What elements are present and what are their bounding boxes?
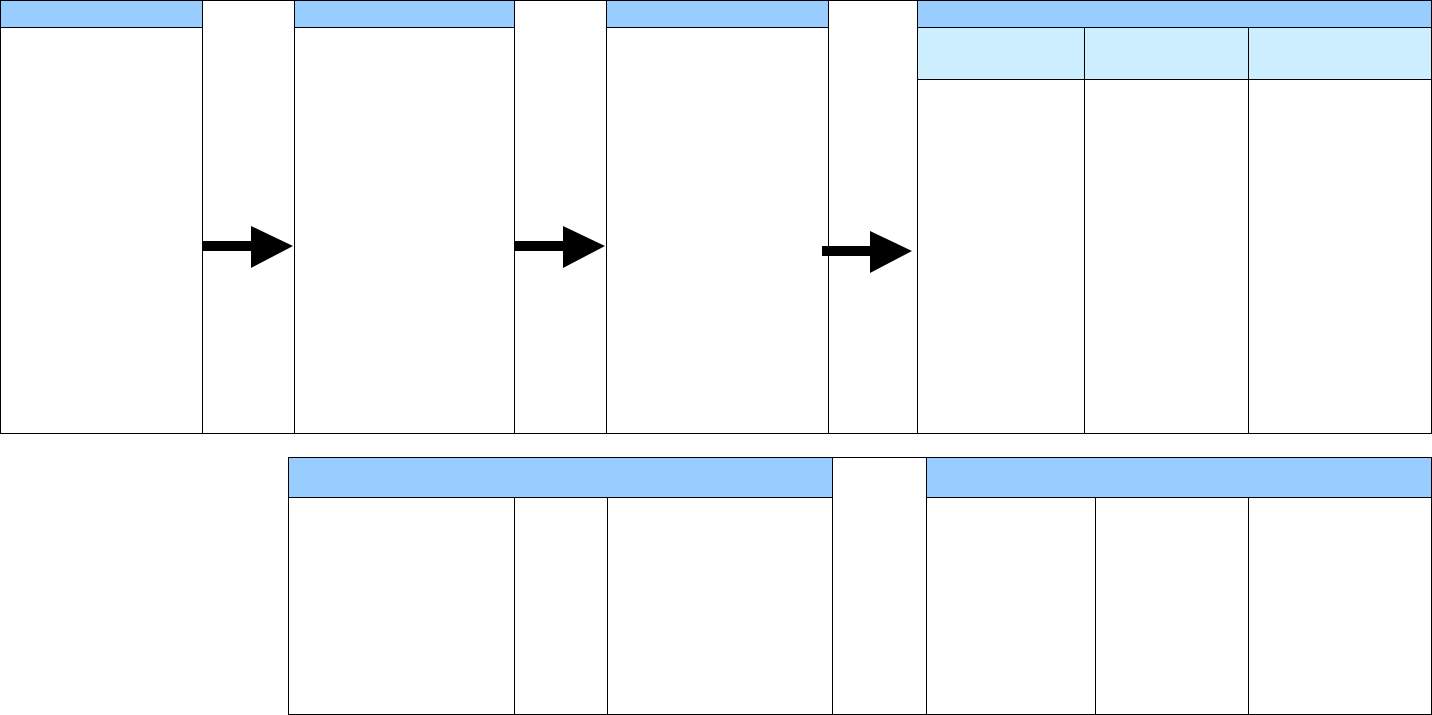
bottom-group-2-column-2-text [1096, 498, 1248, 714]
bottom-group-1-column-2 [514, 497, 608, 715]
stage-4-subheader-2 [1084, 27, 1249, 80]
stage-4-header [917, 0, 1432, 28]
connector-2 [514, 0, 607, 434]
stage-3-body-text [607, 28, 828, 433]
stage-4-subheader-3-text [1249, 28, 1431, 79]
stage-3-header [606, 0, 829, 28]
stage-2-body-text [295, 28, 514, 433]
stage-4-column-3-text [1249, 80, 1431, 433]
stage-2-body [294, 27, 515, 434]
bottom-group-1-column-3-text [608, 498, 832, 714]
stage-4-column-2 [1084, 79, 1249, 434]
stage-4-column-3 [1248, 79, 1432, 434]
bottom-group-2-header [926, 457, 1432, 498]
right-arrow-icon [822, 231, 912, 273]
bottom-group-1-column-2-text [515, 498, 607, 714]
bottom-group-1-header [288, 457, 833, 498]
stage-1-header [0, 0, 203, 28]
stage-1-body-text [1, 28, 202, 433]
bottom-group-1-column-3 [607, 497, 833, 715]
bottom-group-2-column-3 [1248, 497, 1432, 715]
connector-1 [202, 0, 295, 434]
stage-4-subheader-2-text [1085, 28, 1248, 79]
stage-4-subheader-3 [1248, 27, 1432, 80]
bottom-group-2-column-1-text [927, 498, 1095, 714]
bottom-group-2-header-text [927, 458, 1431, 497]
bottom-group-2-column-3-text [1249, 498, 1431, 714]
stage-4-column-2-text [1085, 80, 1248, 433]
bottom-group-2-column-2 [1095, 497, 1249, 715]
bottom-group-1-column-1-text [289, 498, 514, 714]
right-arrow-icon [203, 226, 293, 268]
stage-4-subheader-1 [917, 27, 1085, 80]
stage-3-header-text [607, 1, 828, 27]
bottom-group-2-column-1 [926, 497, 1096, 715]
connector-3 [828, 0, 918, 434]
stage-2-header [294, 0, 515, 28]
stage-1-body [0, 27, 203, 434]
stage-1-header-text [1, 1, 202, 27]
right-arrow-icon [515, 226, 605, 268]
stage-4-column-1-text [918, 80, 1084, 433]
bottom-group-1-column-1 [288, 497, 515, 715]
stage-3-body [606, 27, 829, 434]
bottom-connector [832, 457, 927, 715]
stage-4-header-text [918, 1, 1431, 27]
stage-4-subheader-1-text [918, 28, 1084, 79]
bottom-group-1-header-text [289, 458, 832, 497]
stage-4-column-1 [917, 79, 1085, 434]
stage-2-header-text [295, 1, 514, 27]
